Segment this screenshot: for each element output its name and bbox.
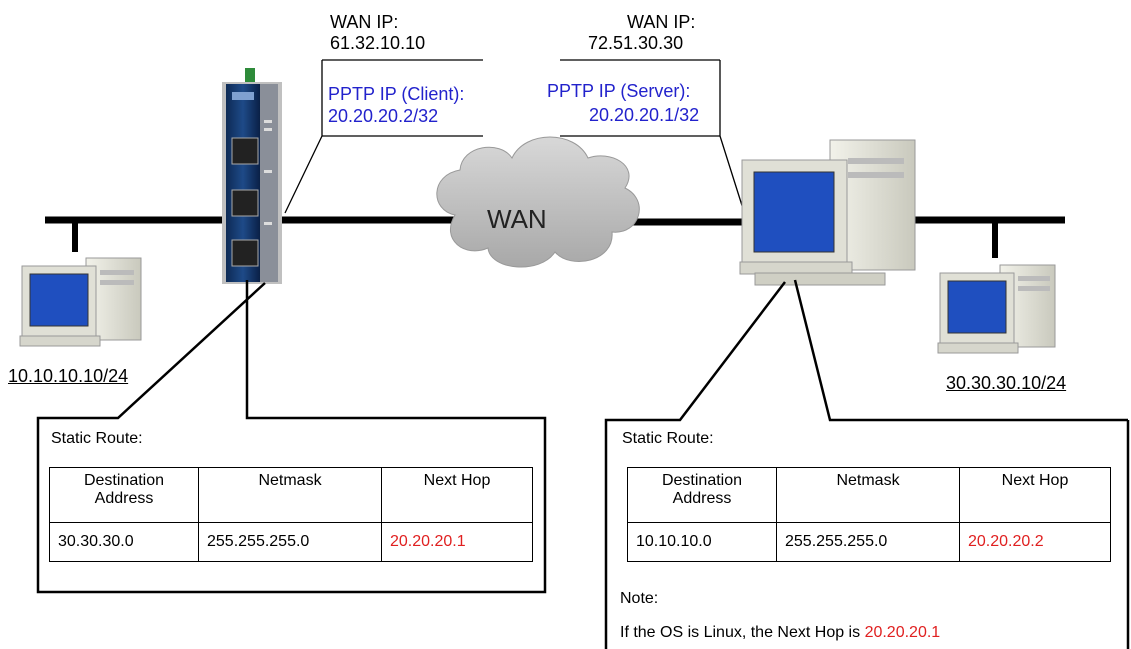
right-note-text: If the OS is Linux, the Next Hop is 20.2… [620, 624, 940, 642]
right-note-label: Note: [620, 590, 659, 607]
client-pptp-ip: 20.20.20.2/32 [328, 106, 439, 126]
left-cell-nexthop: 20.20.20.1 [381, 522, 533, 562]
right-route-callout [604, 279, 1130, 649]
right-pc-icon [937, 264, 1056, 354]
left-cell-destination: 30.30.30.0 [49, 522, 199, 562]
server-pc-icon [739, 139, 916, 286]
right-cell-destination: 10.10.10.0 [627, 522, 777, 562]
left-header-nexthop: Next Hop [381, 467, 533, 523]
right-cell-netmask: 255.255.255.0 [776, 522, 960, 562]
left-route-table: Destination Address Netmask Next Hop 30.… [49, 467, 533, 562]
right-route-table: Destination Address Netmask Next Hop 10.… [627, 467, 1111, 562]
server-wan-ip: 72.51.30.30 [588, 33, 684, 53]
server-wan-label: WAN IP: [627, 12, 696, 32]
right-network-line [915, 216, 1065, 258]
left-route-title: Static Route: [51, 430, 143, 447]
right-cell-nexthop: 20.20.20.2 [959, 522, 1111, 562]
server-pptp-label: PPTP IP (Server): [547, 81, 691, 101]
client-wan-ip: 61.32.10.10 [330, 33, 426, 53]
left-header-netmask: Netmask [198, 467, 382, 523]
left-pc-icon [19, 257, 142, 347]
right-note-value: 20.20.20.1 [864, 624, 941, 641]
left-route-callout [36, 280, 547, 594]
client-pptp-label: PPTP IP (Client): [328, 84, 465, 104]
client-wan-label: WAN IP: [330, 12, 399, 32]
right-header-nexthop: Next Hop [959, 467, 1111, 523]
left-header-destination: Destination Address [49, 467, 199, 523]
right-pc-ip: 30.30.30.10/24 [946, 373, 1067, 393]
wan-cloud [436, 136, 640, 268]
server-pptp-ip: 20.20.20.1/32 [589, 105, 700, 125]
right-note-prefix: If the OS is Linux, the Next Hop is [620, 624, 865, 641]
right-header-netmask: Netmask [776, 467, 960, 523]
wan-cloud-label: WAN [487, 204, 547, 234]
router-callout-lines [284, 59, 483, 214]
router-device [222, 68, 282, 284]
server-callout-lines [560, 59, 746, 216]
left-pc-ip: 10.10.10.10/24 [8, 366, 129, 386]
right-route-title: Static Route: [622, 430, 714, 447]
right-header-destination: Destination Address [627, 467, 777, 523]
left-cell-netmask: 255.255.255.0 [198, 522, 382, 562]
